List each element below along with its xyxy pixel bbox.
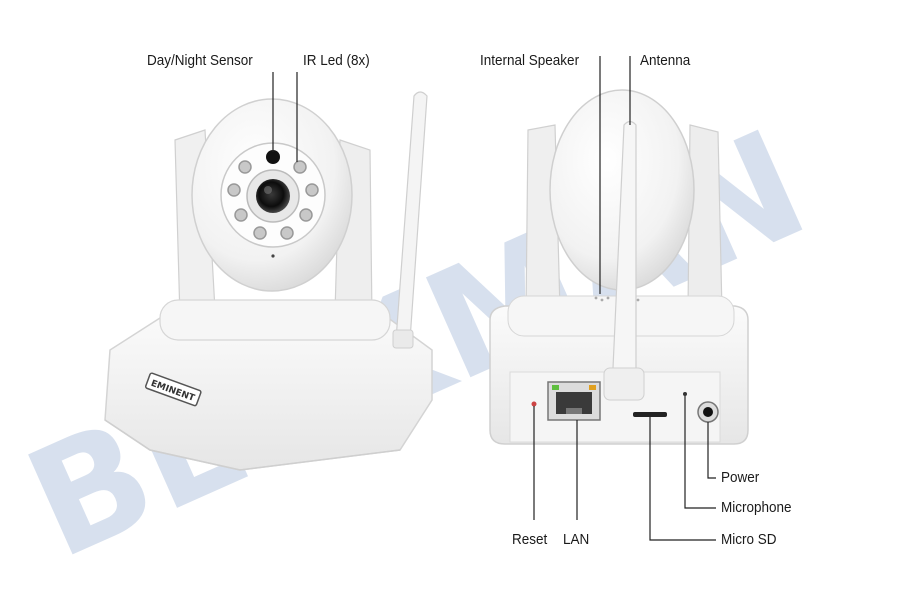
reset-hole [531,401,537,407]
label-microphone: Microphone [721,499,792,516]
front-camera: EMINENT [104,91,433,471]
back-camera [489,89,749,445]
label-micro-sd: Micro SD [721,531,777,548]
leader-power [707,422,716,479]
label-lan: LAN [563,531,590,548]
leader-microphone [684,396,716,509]
micro-sd-slot [633,412,667,417]
day-night-sensor-dot [266,150,280,164]
leader-lines [272,56,716,541]
label-power: Power [721,469,760,486]
label-day-night-sensor: Day/Night Sensor [147,52,253,69]
label-internal-speaker: Internal Speaker [480,52,580,69]
label-antenna: Antenna [640,52,691,69]
front-camera-lens [256,179,290,213]
label-reset: Reset [512,531,548,548]
front-camera-antenna [395,91,428,341]
microphone-hole [683,392,687,396]
label-ir-led: IR Led (8x) [303,52,370,69]
back-camera-antenna [611,120,637,391]
leader-micro-sd [649,417,716,541]
ir-led-ring [227,160,319,240]
lan-port [547,381,601,421]
